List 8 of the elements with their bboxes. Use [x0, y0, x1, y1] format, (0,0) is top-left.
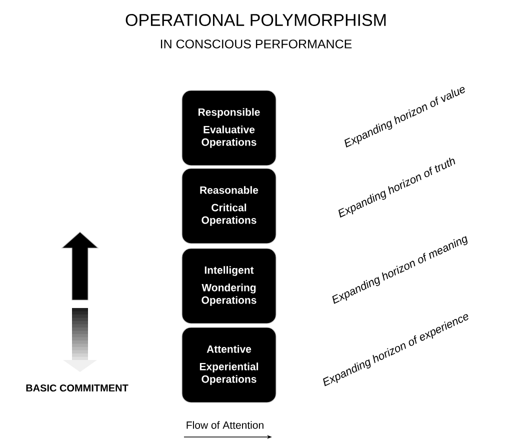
title: OPERATIONAL POLYMORPHISM: [126, 14, 386, 26]
process-box: Intelligent Wondering Operations: [182, 248, 276, 324]
process-box: Attentive Experiential Operations: [182, 327, 276, 403]
subtitle: IN CONSCIOUS PERFORMANCE: [160, 40, 352, 48]
axis-label: BASIC COMMITMENT: [26, 384, 128, 392]
process-box: Responsible Evaluative Operations: [182, 90, 276, 166]
process-box: Reasonable Critical Operations: [182, 168, 276, 244]
arrow-label: Flow of Attention: [186, 421, 264, 429]
